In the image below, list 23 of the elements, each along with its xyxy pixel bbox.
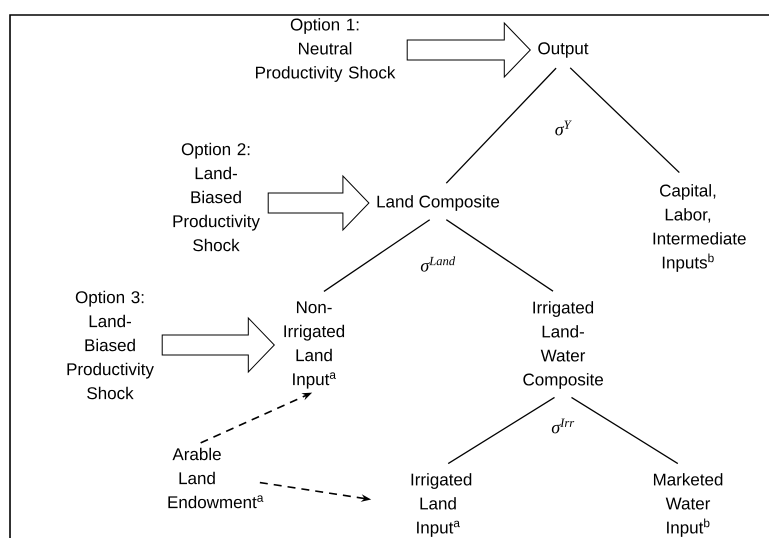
block-arrow xyxy=(162,316,275,374)
tree-line xyxy=(324,219,430,292)
node-label: Irrigated Land-Water Composite xyxy=(523,301,603,389)
tree-line xyxy=(570,67,680,174)
node-label: Irrigated Land Input$^{a}$ xyxy=(412,473,472,537)
node-label: Option 2: Land-Biased Productivity Shock xyxy=(173,142,260,252)
tree-line xyxy=(446,68,557,184)
tree-line xyxy=(446,219,554,292)
node-label: Output xyxy=(538,42,588,58)
node-label: Land Composite xyxy=(378,195,500,211)
block-arrow xyxy=(406,22,531,78)
block-arrow xyxy=(268,174,370,232)
node-label: Capital, Labor, Intermediate Inputs$^{b}$ xyxy=(654,184,746,272)
node-label: Arable Land Endowment$^{a}$ xyxy=(168,448,264,508)
node-label: Marketed Water Input$^{b}$ xyxy=(654,473,722,537)
tree-line xyxy=(448,396,555,464)
tree-line xyxy=(571,396,678,464)
sigma-label: σ$^{Y}$ xyxy=(555,120,572,136)
sigma-label: σ$^{Irr}$ xyxy=(552,418,574,434)
node-label: Option 3: Land-Biased Productivity Shock xyxy=(67,290,154,400)
sigma-label: σ$^{Land}$ xyxy=(420,256,456,272)
node-label: Non-Irrigated Land Input$^{a}$ xyxy=(284,301,344,389)
node-label: Option 1: Neutral Productivity Shock xyxy=(256,18,396,82)
